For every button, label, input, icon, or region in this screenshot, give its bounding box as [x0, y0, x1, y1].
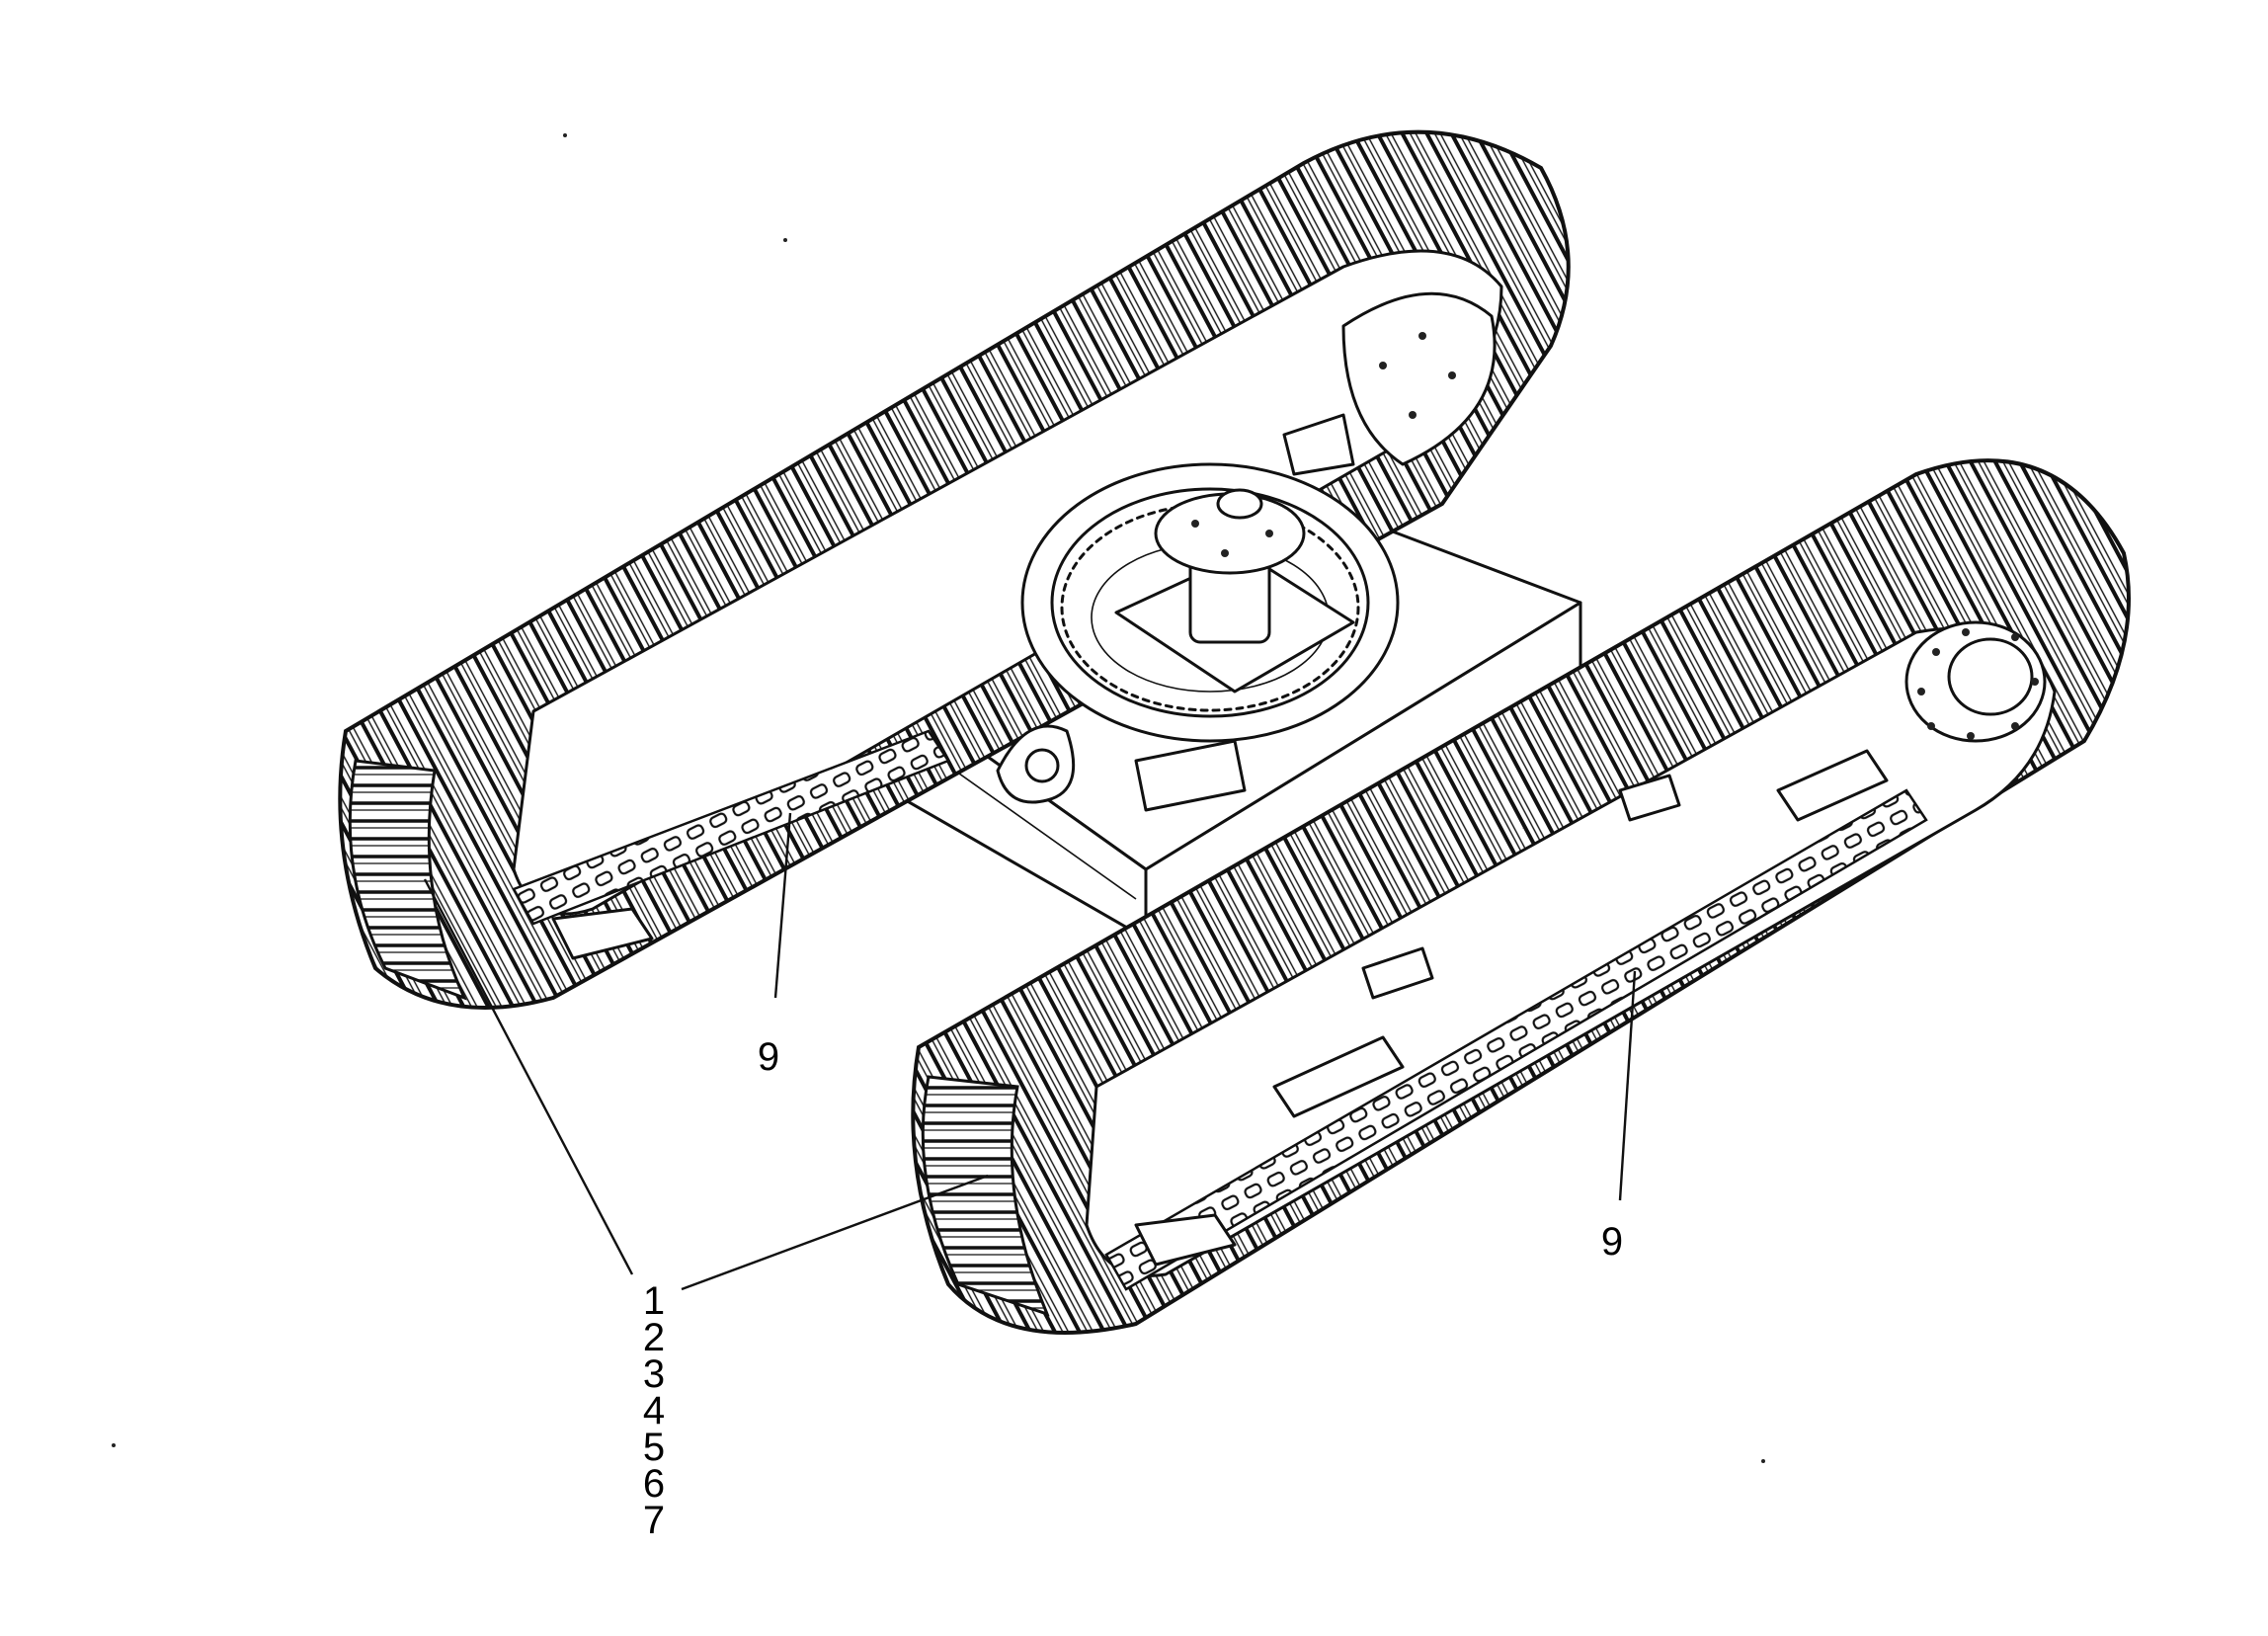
- travel-drive-motor: [1904, 620, 2047, 743]
- tow-hook: [996, 724, 1076, 804]
- front-crawler-track: [911, 458, 2131, 1335]
- callout-2: 2: [643, 1316, 665, 1359]
- rear-crawler-track: [338, 129, 1571, 1010]
- callout-3: 3: [643, 1352, 665, 1396]
- callout-7: 7: [643, 1499, 665, 1542]
- callout-9-left: 9: [758, 1035, 779, 1079]
- leader-9-right: [1618, 970, 1637, 1201]
- callout-9-right: 9: [1601, 1220, 1623, 1264]
- center-rotary-joint: [1114, 488, 1355, 694]
- rear-idler-plate: [1341, 291, 1497, 466]
- callout-5: 5: [643, 1426, 665, 1469]
- frame-bracket-front: [1134, 739, 1247, 812]
- leader-lines: [423, 812, 1637, 1291]
- callout-labels: 9 9 1 2 3 4 5 6 7: [643, 1035, 1623, 1542]
- leader-1-rear-track: [423, 878, 634, 1275]
- callout-6: 6: [643, 1462, 665, 1506]
- frame-bracket-rear: [1282, 413, 1355, 476]
- callout-4: 4: [643, 1389, 665, 1432]
- leader-1-front-track: [681, 1174, 989, 1291]
- leader-9-left: [773, 812, 792, 999]
- callout-1: 1: [643, 1279, 665, 1323]
